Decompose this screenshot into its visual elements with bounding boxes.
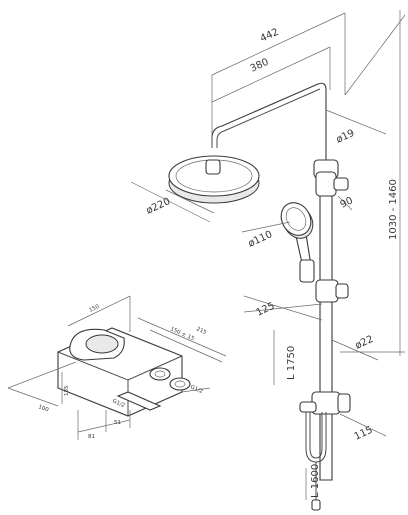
slide-holder bbox=[315, 279, 349, 303]
lower-mount bbox=[299, 391, 351, 415]
overhead-arm bbox=[211, 82, 327, 172]
label-height-range: 1030 - 1460 bbox=[388, 179, 399, 240]
mixer-connector-right bbox=[169, 377, 191, 391]
dimension-labels: 442 380 ø19 1030 - 1460 90 ø220 ø110 125… bbox=[37, 27, 399, 498]
label-handshower-diameter: ø110 bbox=[247, 229, 275, 250]
label-bar-diameter: ø22 bbox=[354, 334, 376, 352]
label-bar-length: L 1750 bbox=[286, 346, 297, 380]
label-mixer-outlet: G1/2 bbox=[111, 398, 125, 409]
label-width-total: 442 bbox=[259, 27, 281, 45]
mixer-dimension-lines bbox=[7, 295, 227, 440]
upper-holder bbox=[315, 171, 349, 197]
label-hose-length: L 1600 bbox=[310, 464, 321, 498]
shower-column bbox=[168, 82, 351, 511]
mixer-lever bbox=[69, 328, 125, 361]
label-mixer-thread: G1/2 bbox=[189, 384, 203, 395]
label-arm-length: 380 bbox=[249, 57, 271, 75]
label-mixer-side: 135 bbox=[64, 385, 70, 396]
label-mixer-height: 100 bbox=[37, 404, 49, 413]
label-pipe-diameter: ø19 bbox=[335, 128, 357, 146]
label-mixer-width: 215 bbox=[195, 326, 207, 336]
label-holder-offset: 90 bbox=[339, 195, 355, 210]
dimension-lines bbox=[130, 10, 406, 500]
label-mixer-depth: 150 bbox=[88, 304, 101, 314]
hand-shower bbox=[280, 202, 315, 283]
shower-head bbox=[168, 155, 260, 204]
mixer-spout bbox=[116, 391, 162, 411]
label-bottom-offset: 115 bbox=[353, 425, 375, 443]
label-head-diameter: ø220 bbox=[145, 196, 173, 217]
wall-mixer bbox=[57, 327, 191, 417]
label-mixer-base-a: 81 bbox=[88, 434, 95, 440]
label-handshower-offset: 125 bbox=[255, 301, 277, 319]
mixer-connector-left bbox=[149, 367, 171, 381]
label-mixer-base-b: 51 bbox=[114, 420, 121, 426]
